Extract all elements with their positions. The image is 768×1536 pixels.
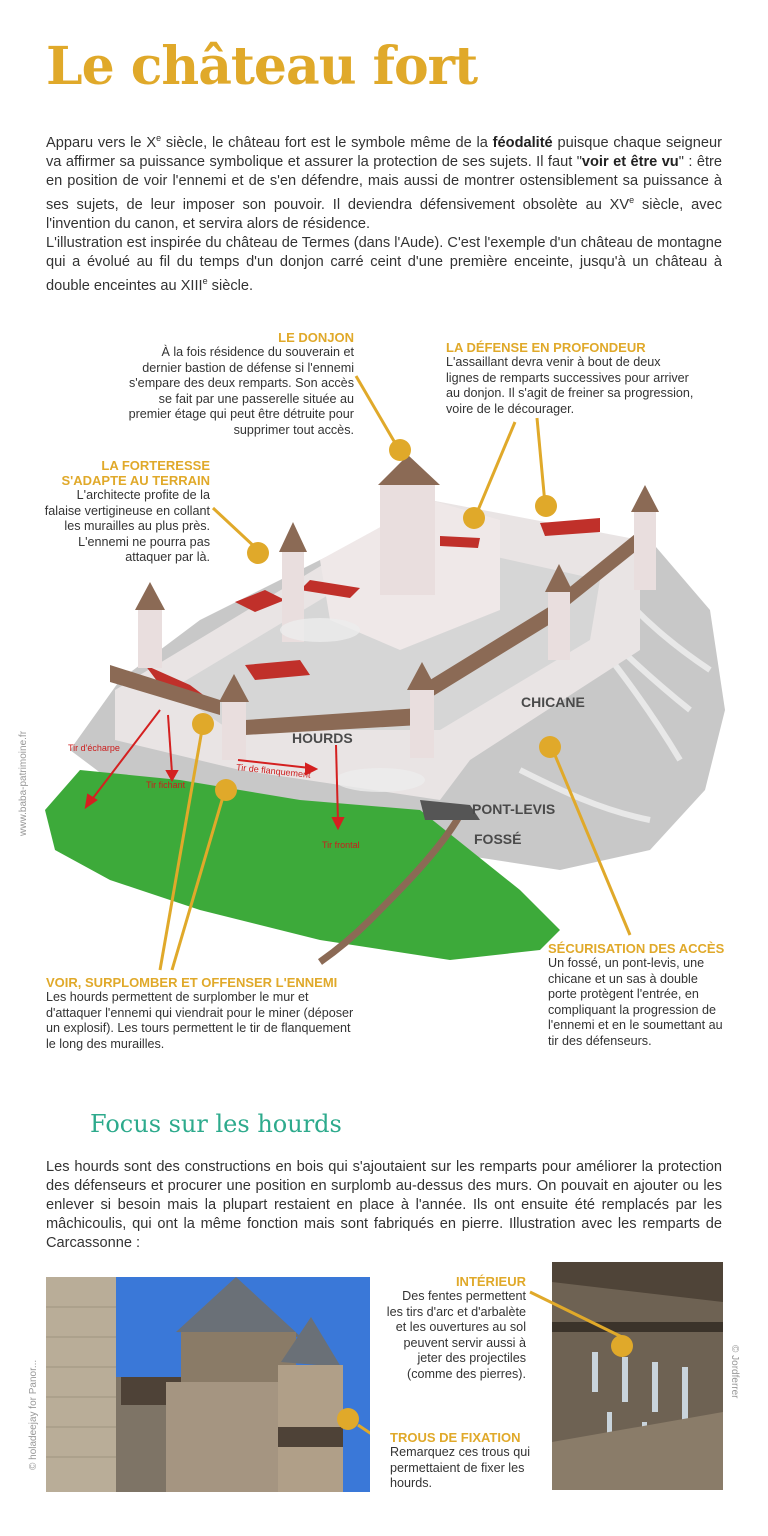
hourds-interior-photo — [552, 1262, 723, 1490]
annotation-defense: LA DÉFENSE EN PROFONDEUR L'assaillant de… — [446, 340, 694, 416]
carcassonne-photo — [46, 1277, 370, 1492]
site-credit: www.baba-patrimoine.fr — [18, 730, 29, 836]
annotation-donjon: LE DONJON À la fois résidence du souvera… — [128, 330, 354, 437]
photo1-credit: © holadeejay for Panor... — [28, 1359, 39, 1470]
label-tir-frontal: Tir frontal — [322, 840, 360, 850]
interieur-leader — [529, 1290, 625, 1340]
note-trous: TROUS DE FIXATION Remarquez ces trous qu… — [390, 1430, 530, 1490]
label-tir-echarpe: Tir d'écharpe — [68, 743, 120, 753]
label-chicane: CHICANE — [521, 694, 585, 710]
hourds-description: Les hourds sont des constructions en boi… — [46, 1159, 722, 1251]
annotation-voir: VOIR, SURPLOMBER ET OFFENSER L'ENNEMI Le… — [46, 975, 354, 1051]
label-pont-levis: PONT-LEVIS — [472, 801, 556, 817]
moat — [420, 800, 480, 820]
annotation-forteresse: LA FORTERESSE S'ADAPTE AU TERRAIN L'arch… — [44, 458, 210, 564]
page-title: Le château fort — [46, 36, 478, 97]
section-title-hourds: Focus sur les hourds — [90, 1110, 342, 1138]
photo2-credit: © Jordferrer — [729, 1345, 740, 1399]
annotation-securisation: SÉCURISATION DES ACCÈS Un fossé, un pont… — [548, 941, 725, 1048]
intro-text: Apparu vers le Xe siècle, le château for… — [46, 133, 722, 294]
label-tir-fichant: Tir fichant — [146, 780, 186, 790]
label-hourds: HOURDS — [292, 730, 353, 746]
castle-illustration — [45, 375, 725, 971]
access-path — [317, 813, 464, 965]
note-interieur: INTÉRIEUR Des fentes permettent les tirs… — [386, 1274, 526, 1381]
grass-slope — [45, 770, 560, 960]
donjon — [380, 485, 435, 595]
label-fosse: FOSSÉ — [474, 831, 522, 847]
